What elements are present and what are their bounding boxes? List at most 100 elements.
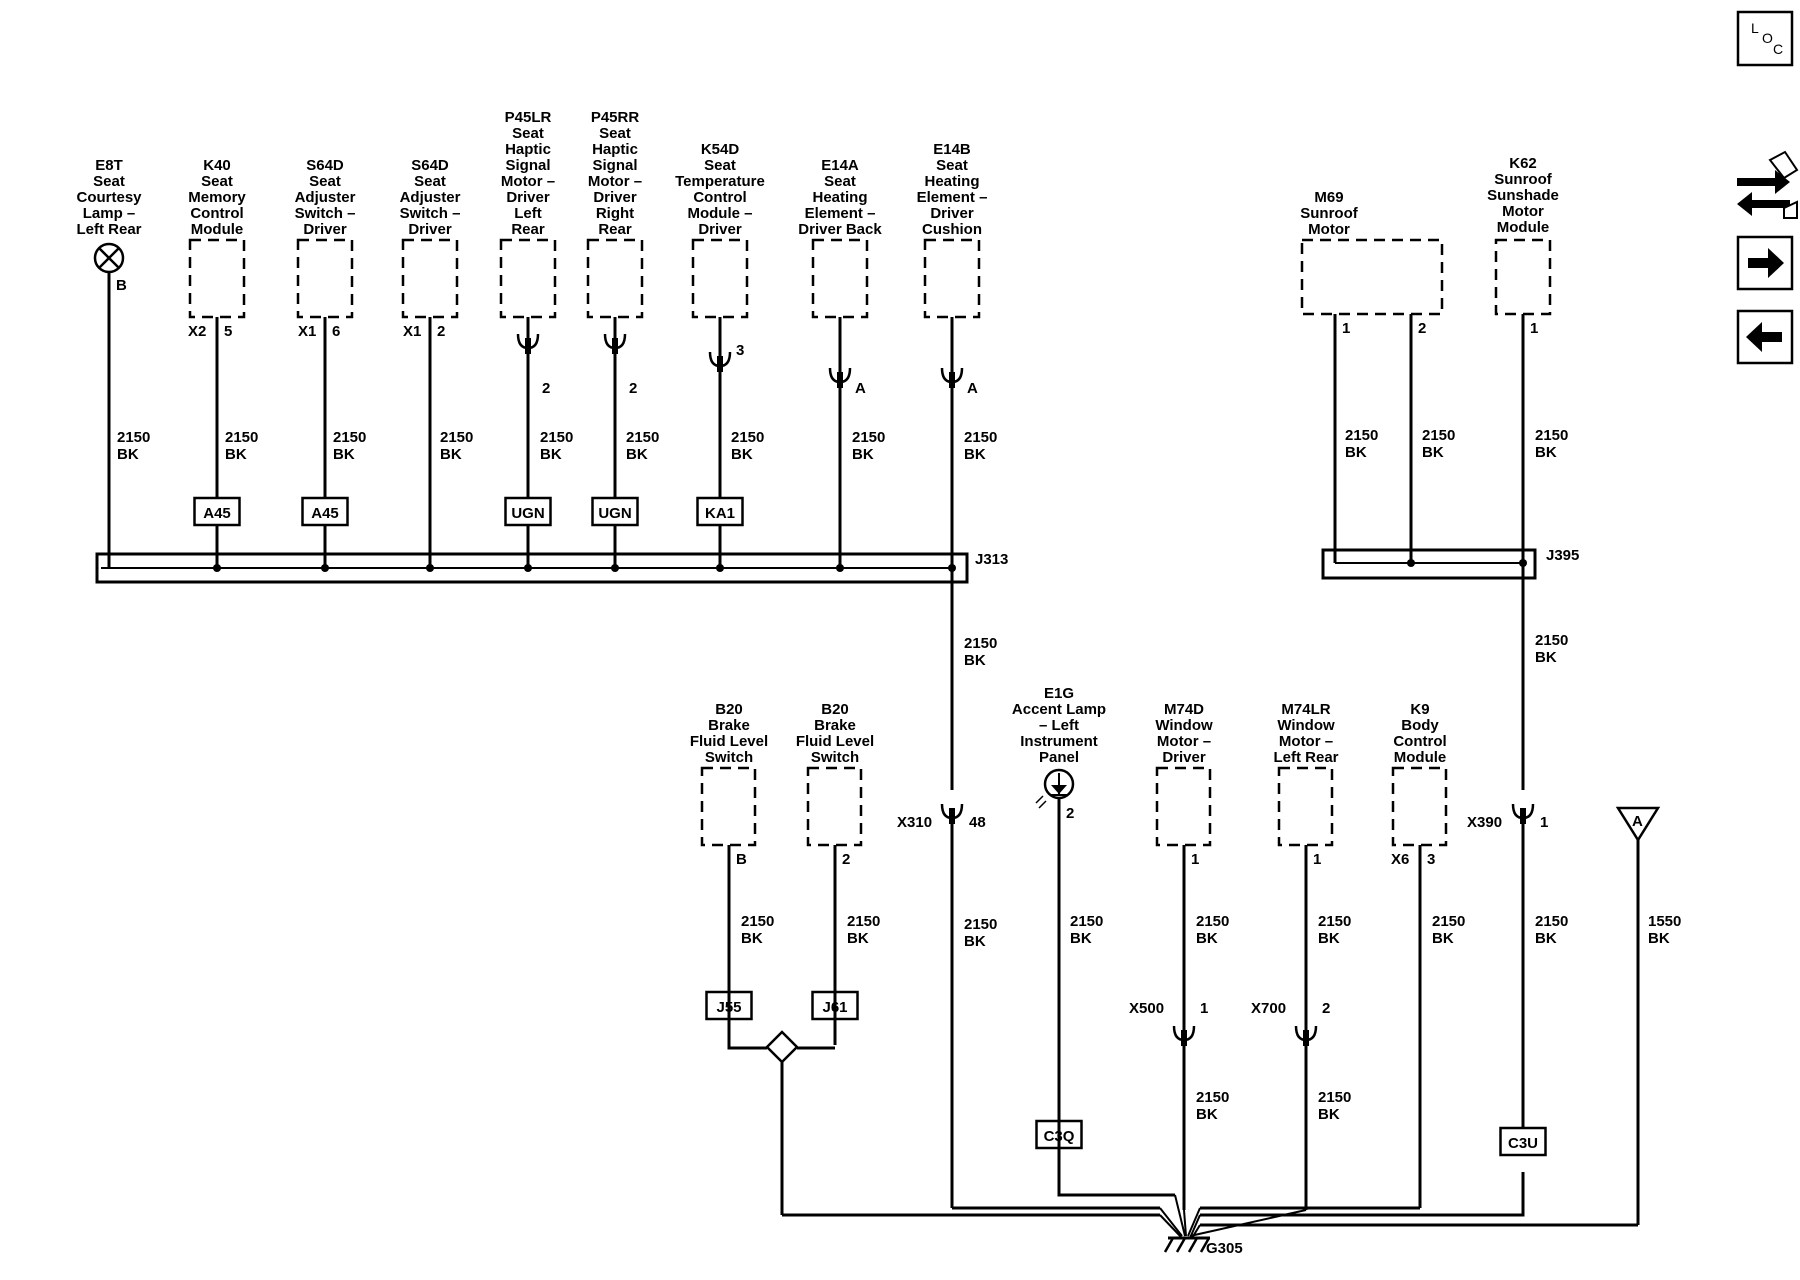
wire-color: BK <box>1422 444 1444 461</box>
label-m74d-line: Window <box>1155 717 1213 734</box>
splice-box-label: UGN <box>598 505 631 522</box>
arrow-left-icon <box>1746 322 1782 352</box>
diode-junction <box>765 1030 799 1064</box>
wire-color: BK <box>1535 649 1557 666</box>
x500-connector: X500 <box>1129 1000 1164 1017</box>
label-s64d-b-line: Seat <box>414 173 446 190</box>
x310-pin: 48 <box>969 814 986 831</box>
label-p45lr-line: Driver <box>506 189 550 206</box>
wire-color: BK <box>1535 444 1557 461</box>
label-k54d-line: Module – <box>687 205 752 222</box>
label-k54d-line: Seat <box>704 157 736 174</box>
label-p45lr-line: Left <box>514 205 542 222</box>
x310-connector: X310 <box>897 814 932 831</box>
splice-box-s64d-a <box>301 496 349 527</box>
j395-label: J395 <box>1546 547 1579 564</box>
k54d-module <box>691 238 749 319</box>
circuit-number: 2150 <box>852 429 885 446</box>
m69-pin-2: 2 <box>1418 320 1426 337</box>
label-e14a-line: Heating <box>812 189 867 206</box>
label-b20-a-line: Brake <box>708 717 750 734</box>
label-m74d-line: Driver <box>1162 749 1206 766</box>
label-b20-b-line: Fluid Level <box>796 733 874 750</box>
label-k40-line: Memory <box>188 189 246 206</box>
label-e14b-line: Heating <box>924 173 979 190</box>
label-s64d-a-line: Driver <box>303 221 347 238</box>
offpage-color: BK <box>1648 930 1670 947</box>
wire-color: BK <box>440 446 462 463</box>
label-k40-line: Module <box>191 221 244 238</box>
circuit-labels-top: 2150BK2150BK2150BK2150BK2150BK2150BK2150… <box>225 427 1568 669</box>
connector-swap-icon[interactable] <box>1737 150 1799 219</box>
label-p45lr-line: Haptic <box>505 141 551 158</box>
circuit-number: 2150 <box>1070 913 1103 930</box>
k40-connector: X2 <box>188 323 206 340</box>
label-b20-b-line: Brake <box>814 717 856 734</box>
label-s64d-b-line: Switch – <box>400 205 461 222</box>
label-k54d-line: K54D <box>701 141 740 158</box>
e14a-pin: A <box>855 380 866 397</box>
label-e1g-line: Panel <box>1039 749 1079 766</box>
label-e14a-line: E14A <box>821 157 859 174</box>
e14b-element <box>923 238 981 319</box>
k62-sunshade-module <box>1494 238 1552 316</box>
wire-color: BK <box>1345 444 1367 461</box>
label-b20-a-line: Fluid Level <box>690 733 768 750</box>
previous-page-button[interactable] <box>1736 309 1794 365</box>
wire-color: BK <box>1070 930 1092 947</box>
label-k54d-line: Temperature <box>675 173 765 190</box>
circuit-number: 2150 <box>626 429 659 446</box>
label-b20-a-line: Switch <box>705 749 753 766</box>
label-e14b-line: Element – <box>917 189 988 206</box>
circuit-number: 2150 <box>741 913 774 930</box>
e1g-pin: 2 <box>1066 805 1074 822</box>
label-p45lr-line: Seat <box>512 125 544 142</box>
m74d-window-motor <box>1155 766 1212 847</box>
splice-box-k54d <box>696 496 744 527</box>
label-p45lr-line: Rear <box>511 221 545 238</box>
circuit-number: 2150 <box>440 429 473 446</box>
circuit-number: 2150 <box>847 913 880 930</box>
splice-box-label: KA1 <box>705 505 735 522</box>
label-b20-b-line: Switch <box>811 749 859 766</box>
label-k62-line: Motor <box>1502 203 1544 220</box>
loc-button[interactable]: L O C <box>1736 10 1794 67</box>
label-s64d-a-line: Switch – <box>295 205 356 222</box>
b20-switch-b <box>806 766 863 847</box>
x390-pin: 1 <box>1540 814 1548 831</box>
s64d-switch-b <box>401 238 459 319</box>
wire-color: BK <box>1535 930 1557 947</box>
wire-color: BK <box>333 446 355 463</box>
wire-color: BK <box>731 446 753 463</box>
circuit-number: 2150 <box>1196 913 1229 930</box>
label-k9-line: K9 <box>1410 701 1429 718</box>
next-page-button[interactable] <box>1736 235 1794 291</box>
label-e14a-line: Seat <box>824 173 856 190</box>
label-p45rr-line: Signal <box>592 157 637 174</box>
circuit-number: 2150 <box>1345 427 1378 444</box>
label-e14a-line: Driver Back <box>798 221 882 238</box>
label-p45rr-line: Motor – <box>588 173 642 190</box>
circuit-number: 2150 <box>1535 427 1568 444</box>
b20-b-pin: 2 <box>842 851 850 868</box>
label-e8t-line: Left Rear <box>76 221 141 238</box>
splice-box-p45lr <box>504 496 552 527</box>
label-e14b-line: E14B <box>933 141 971 158</box>
label-e8t-line: Lamp – <box>83 205 136 222</box>
inline-connectors <box>516 333 1535 1046</box>
label-p45lr-line: P45LR <box>505 109 552 126</box>
wire-color: BK <box>964 652 986 669</box>
e14a-element <box>811 238 869 319</box>
label-e8t-line: Seat <box>93 173 125 190</box>
